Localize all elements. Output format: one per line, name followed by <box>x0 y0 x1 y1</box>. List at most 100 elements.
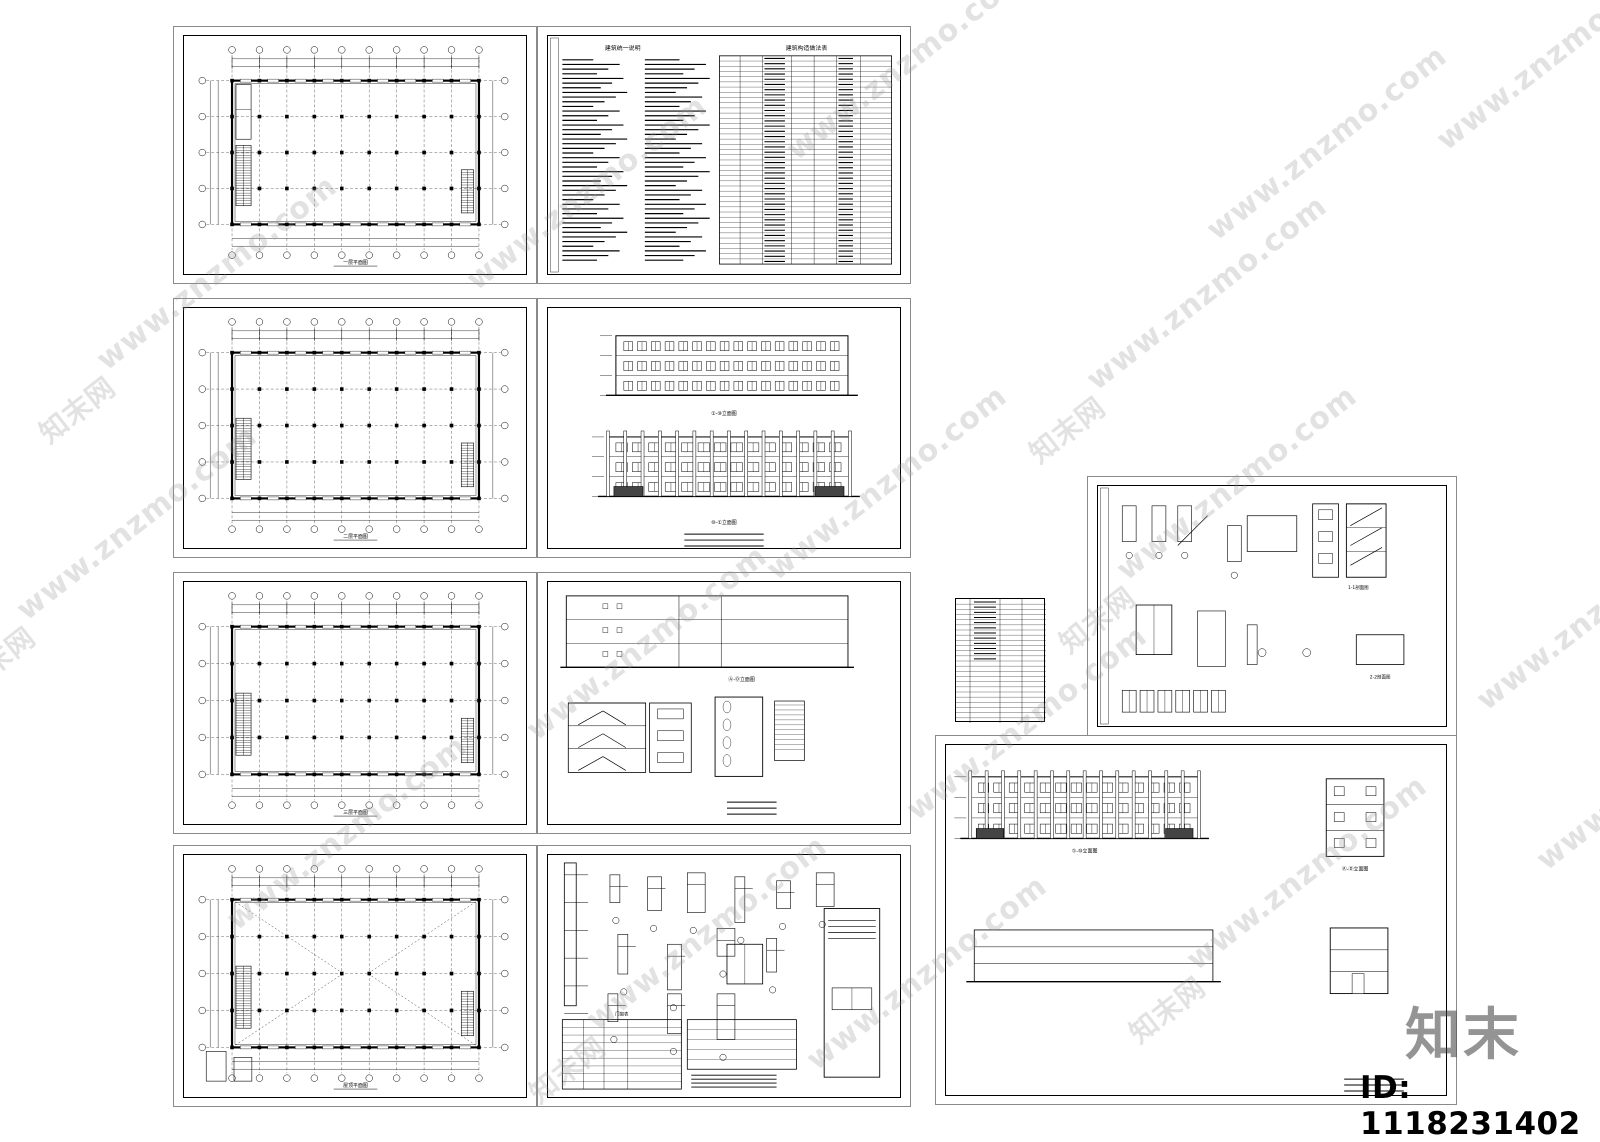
window <box>1333 786 1345 796</box>
pilaster <box>1099 770 1103 839</box>
window <box>657 730 684 741</box>
window-opening <box>459 78 471 83</box>
structural-column <box>257 624 262 629</box>
axis-bubble-right <box>501 494 509 503</box>
axis-bubble-bottom <box>365 251 373 259</box>
door <box>1351 973 1365 994</box>
axis-bubble-bottom <box>447 251 456 259</box>
window <box>1365 786 1377 796</box>
structural-column <box>367 350 372 355</box>
structural-column <box>230 78 234 83</box>
structural-column <box>477 971 481 976</box>
handrail-detail <box>1197 610 1226 667</box>
structural-column <box>477 1008 481 1013</box>
structural-column <box>422 460 426 464</box>
structural-column <box>230 897 234 902</box>
structural-column <box>257 971 262 976</box>
structural-column <box>449 423 454 428</box>
axis-bubble-top <box>255 318 264 326</box>
structural-column <box>422 897 426 902</box>
structural-column <box>312 934 317 939</box>
axis-bubble-top <box>420 865 428 873</box>
axis-bubble-top <box>393 46 401 54</box>
structural-column <box>477 423 481 428</box>
pilaster <box>1017 770 1022 839</box>
structural-column <box>339 460 344 464</box>
axis-bubble-bottom <box>475 251 483 259</box>
structural-column <box>422 661 426 666</box>
stair-flight <box>1350 547 1383 566</box>
structural-column <box>449 114 454 119</box>
pilaster <box>1115 770 1120 839</box>
structural-column <box>339 735 344 740</box>
structural-column <box>394 772 399 777</box>
window-opening <box>377 772 389 777</box>
axis-bubble-bottom <box>475 801 483 809</box>
axis-bubble-bottom <box>228 801 236 809</box>
sheet-title: 三层平面图 <box>343 810 368 816</box>
detail-callout <box>1302 648 1311 657</box>
structural-column <box>477 222 481 227</box>
structural-column <box>449 496 454 501</box>
stair-flight <box>602 710 626 726</box>
pilaster <box>1131 770 1136 839</box>
axis-bubble-bottom <box>255 801 264 809</box>
construction-detail <box>617 934 629 975</box>
detail-sketch <box>233 1057 253 1082</box>
structural-column <box>422 735 426 740</box>
axis-bubble-right <box>501 148 509 157</box>
roof-slope-line <box>231 899 344 974</box>
structural-column <box>477 735 481 740</box>
structural-column <box>285 150 289 155</box>
window-opening <box>240 222 252 227</box>
axis-bubble-right <box>501 733 509 742</box>
structural-column <box>230 661 234 666</box>
stair-detail-plan <box>774 700 805 761</box>
structural-column <box>367 186 371 191</box>
window-opening <box>404 496 417 501</box>
axis-bubble-top <box>420 46 428 54</box>
detail-callout <box>1181 552 1189 559</box>
window-opening <box>240 897 252 902</box>
window-opening <box>432 772 444 777</box>
detail-callout <box>650 924 658 932</box>
structural-column <box>449 78 454 83</box>
structural-column <box>257 772 262 777</box>
window <box>616 603 623 609</box>
schedule-title: 门窗表 <box>615 1011 629 1018</box>
pilaster <box>1082 770 1087 839</box>
axis-bubble-top <box>475 592 483 600</box>
axis-bubble-bottom <box>420 1074 428 1082</box>
window-opening <box>432 624 444 629</box>
window-opening <box>240 350 252 355</box>
structural-column <box>477 496 481 501</box>
structural-column <box>230 460 234 464</box>
window-opening <box>404 624 417 629</box>
axis-bubble-right <box>501 458 509 466</box>
axis-bubble-left <box>198 932 206 941</box>
wall-inner-line <box>234 902 477 1045</box>
axis-bubble-right <box>501 1043 509 1052</box>
structural-column <box>367 114 371 119</box>
structural-column <box>257 78 262 83</box>
construction-detail <box>607 993 619 1022</box>
structural-column <box>422 78 426 83</box>
axis-bubble-bottom <box>338 1074 346 1082</box>
structural-column <box>394 496 399 501</box>
structural-column <box>312 735 317 740</box>
structural-column <box>312 222 317 227</box>
axis-bubble-bottom <box>310 251 318 259</box>
window-opening <box>459 496 471 501</box>
structural-column <box>422 350 426 355</box>
window-opening <box>349 1045 362 1050</box>
structural-column <box>477 698 481 703</box>
watermark-logo-text: 知末网 <box>0 620 42 700</box>
window-opening <box>432 350 444 355</box>
pilaster <box>1050 770 1054 839</box>
structural-column <box>312 387 317 391</box>
axis-bubble-top <box>283 865 291 873</box>
structural-column <box>339 897 344 902</box>
axis-bubble-top <box>255 865 264 873</box>
